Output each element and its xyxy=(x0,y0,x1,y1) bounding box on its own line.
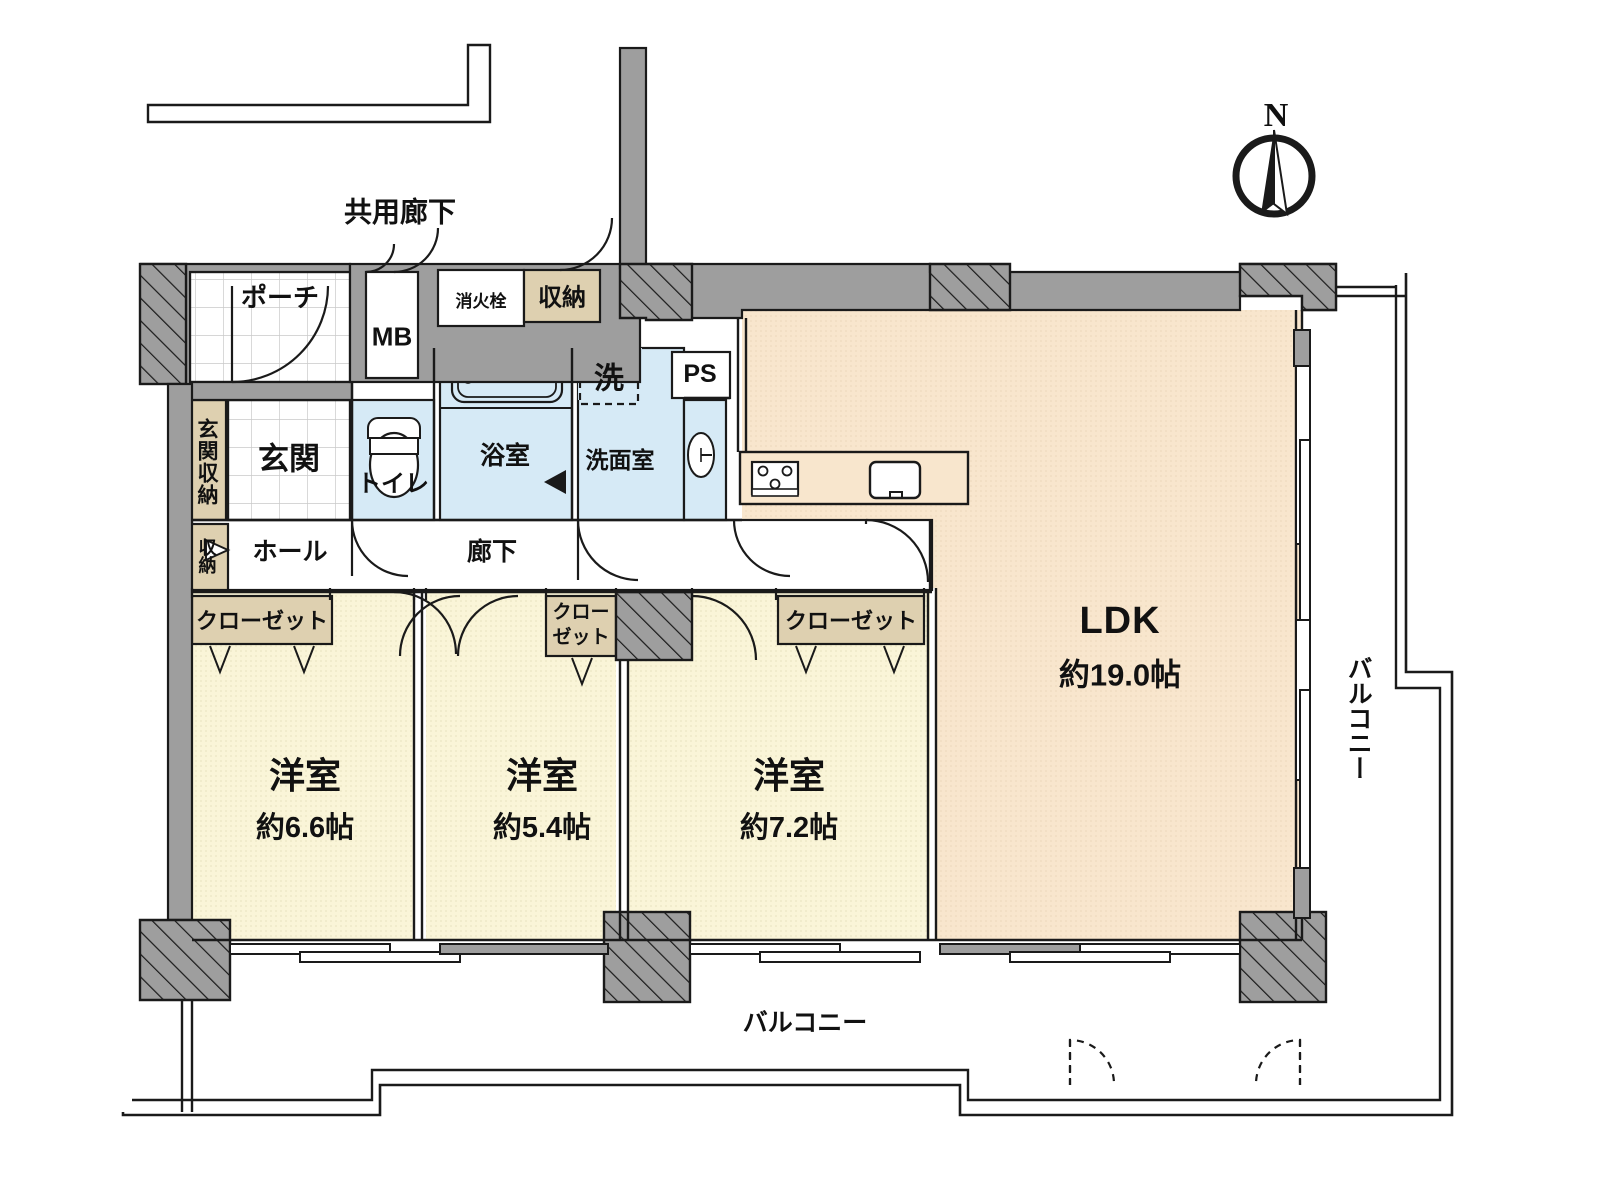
balcony-bottom-label: バルコニー xyxy=(742,1008,868,1037)
ldk-sliding-windows xyxy=(1293,329,1311,919)
interior-partitions xyxy=(192,310,1304,942)
ldk-label: LDK xyxy=(1079,600,1161,643)
bottom-sliding-doors xyxy=(229,943,1241,963)
toilet-label: トイレ xyxy=(357,470,429,498)
doors xyxy=(230,217,930,661)
corridor-storage-label: 収納 xyxy=(538,284,586,312)
closet-left xyxy=(190,594,334,675)
bedroom-1-size: 約6.6帖 xyxy=(255,811,355,844)
pipe-shaft xyxy=(670,350,732,400)
walls xyxy=(138,46,1338,1004)
closet-right-label: クローゼット xyxy=(784,608,918,634)
common-corridor-outline xyxy=(146,43,492,124)
kitchen-counter xyxy=(738,450,970,506)
hall-label: ホール xyxy=(252,537,328,566)
common-corridor-label: 共用廊下 xyxy=(343,196,457,228)
ldk-size-label: 約19.0帖 xyxy=(1058,657,1182,693)
bedroom-3-size: 約7.2帖 xyxy=(739,811,839,844)
bedroom-2-label: 洋室 xyxy=(505,755,579,797)
door-jambs xyxy=(190,588,926,600)
toilet-fixture xyxy=(367,417,421,499)
washbasin xyxy=(682,398,728,522)
entrance-label: 玄関 xyxy=(258,441,320,477)
closet-left-label: クローゼット xyxy=(195,608,329,634)
bath-label: 浴室 xyxy=(479,441,531,470)
bedroom-2-size: 約5.4帖 xyxy=(492,811,592,844)
balcony-right-label: バルコニー xyxy=(1344,655,1373,781)
porch-label: ポーチ xyxy=(240,282,320,313)
compass-north-label: N xyxy=(1263,97,1289,135)
closet-middle xyxy=(544,594,618,687)
balcony-partition-doors xyxy=(1068,1038,1302,1086)
entrance-storage-label: 玄関収納 xyxy=(195,418,219,506)
inner-corridor-label: 廊下 xyxy=(466,537,518,566)
pipe-shaft-label: PS xyxy=(683,359,717,388)
closet-middle-label-line2: ゼット xyxy=(552,627,610,649)
washroom-label: 洗面室 xyxy=(585,446,655,473)
closet-right xyxy=(776,594,926,675)
fire-hydrant-label: 消火栓 xyxy=(455,292,507,312)
compass-rose xyxy=(1232,129,1316,218)
closet-middle-label-line1: クロー xyxy=(552,602,610,624)
meter-box-label: MB xyxy=(371,321,413,352)
bedroom-3-label: 洋室 xyxy=(752,755,826,797)
hall-storage-label: 収納 xyxy=(196,538,217,574)
room-ldk xyxy=(742,272,1302,940)
washer-space-label: 洗 xyxy=(594,362,624,396)
bedroom-1-label: 洋室 xyxy=(268,755,342,797)
